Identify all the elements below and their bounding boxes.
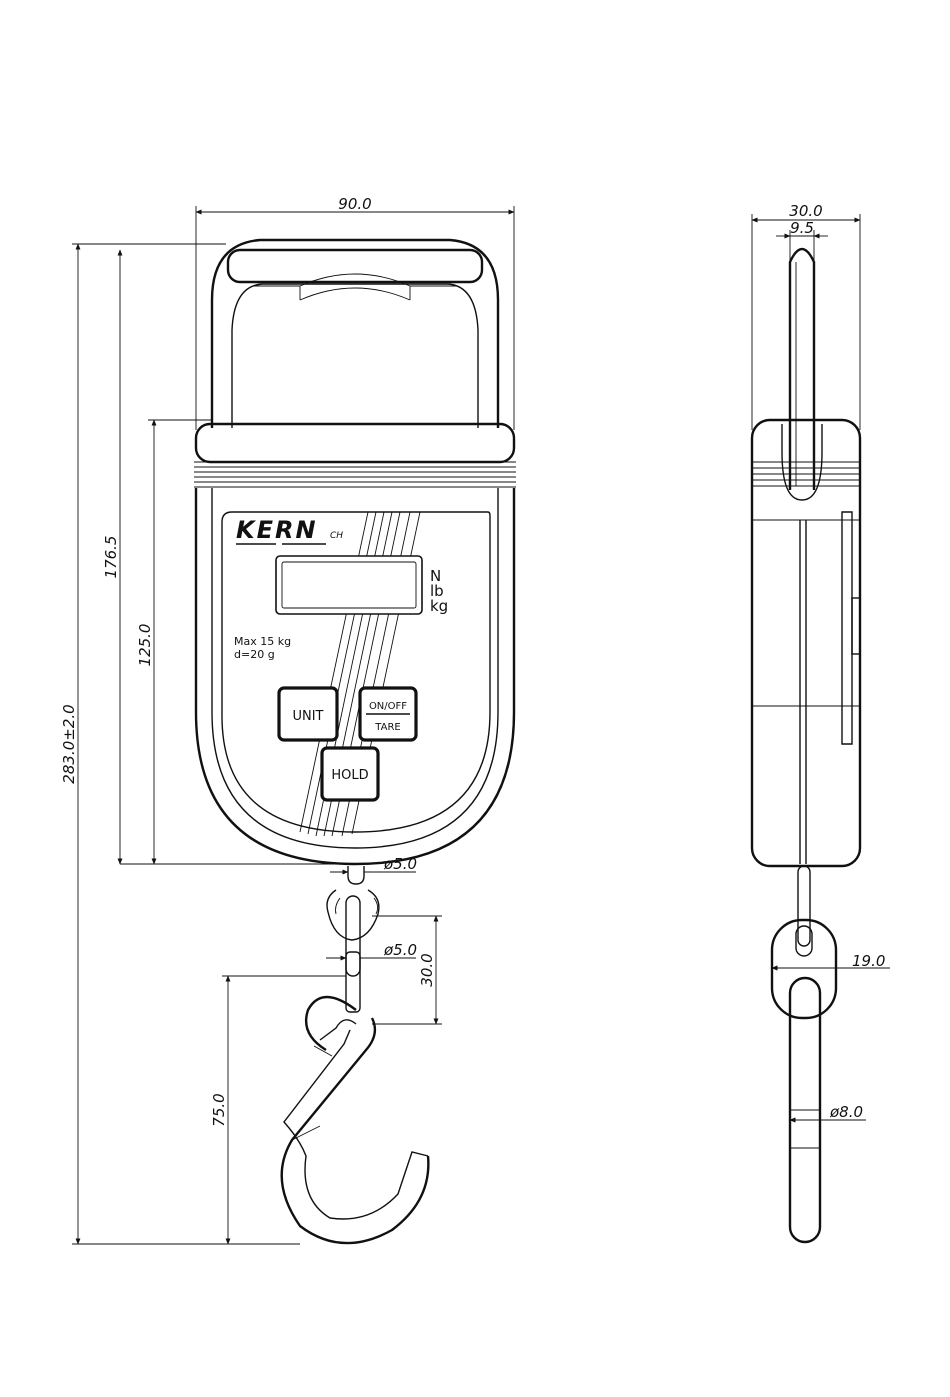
dim-width-label: 90.0: [338, 195, 371, 213]
dim-hook-length-label: 75.0: [210, 1093, 228, 1126]
brand-suffix: CH: [330, 531, 343, 541]
dim-side-hook-label: ø8.0: [829, 1103, 863, 1121]
dim-side-depth-label: 30.0: [789, 202, 822, 220]
side-link-ring: [772, 920, 836, 1018]
dim-side-link-label: 19.0: [852, 952, 885, 970]
link-ring: [327, 890, 379, 976]
lcd-display: [276, 556, 422, 614]
tare-label: TARE: [374, 722, 400, 733]
handle-grip-contour: [252, 274, 458, 300]
side-handle: [790, 249, 814, 490]
side-eye: [798, 866, 810, 946]
on-off-label: ON/OFF: [369, 701, 407, 712]
s-hook: [282, 997, 429, 1243]
unit-kg: kg: [430, 597, 448, 615]
dim-diameter-link-label: ø5.0: [383, 941, 417, 959]
top-eye: [348, 866, 364, 884]
body-grooves: [194, 462, 516, 487]
spec-max: Max 15 kg: [234, 635, 291, 648]
dim-total-height-label: 283.0±2.0: [60, 704, 78, 783]
dim-total-height: 283.0±2.0: [60, 244, 300, 1244]
on-off-tare-button[interactable]: ON/OFF TARE: [360, 688, 416, 740]
unit-button[interactable]: UNIT: [279, 688, 337, 740]
hold-button-label: HOLD: [331, 768, 368, 783]
side-grooves: [752, 462, 860, 486]
brand-logo: KERN: [236, 516, 318, 544]
dim-width: 90.0: [196, 195, 514, 430]
dim-side-handle: 9.5: [776, 219, 828, 262]
spec-d: d=20 g: [234, 648, 275, 661]
dim-link-length: 30.0: [372, 916, 442, 1024]
link-bar: [346, 952, 360, 1012]
handle-outer: [212, 240, 498, 428]
unit-button-label: UNIT: [292, 709, 323, 724]
dim-side-link: 19.0: [772, 952, 890, 970]
dim-diameter-link: ø5.0: [326, 941, 417, 959]
dim-body-height-label: 125.0: [136, 624, 154, 667]
handle-grip: [228, 250, 482, 282]
side-view: 30.0 9.5 19.0 ø8.0: [752, 202, 890, 1242]
dim-side-handle-label: 9.5: [790, 219, 814, 237]
body-cap: [196, 424, 514, 462]
dim-side-hook: ø8.0: [790, 1103, 866, 1121]
dim-link-length-label: 30.0: [418, 953, 436, 986]
front-view: KERN CH N lb kg Max 15 kg d=20 g UNIT ON…: [60, 195, 516, 1244]
dim-hook-length: 75.0: [210, 976, 346, 1244]
dim-height-to-handle-label: 176.5: [102, 536, 120, 579]
dim-diameter-top-label: ø5.0: [383, 855, 417, 873]
hold-button[interactable]: HOLD: [322, 748, 378, 800]
side-panel: [842, 512, 852, 744]
handle-inner: [232, 284, 478, 428]
